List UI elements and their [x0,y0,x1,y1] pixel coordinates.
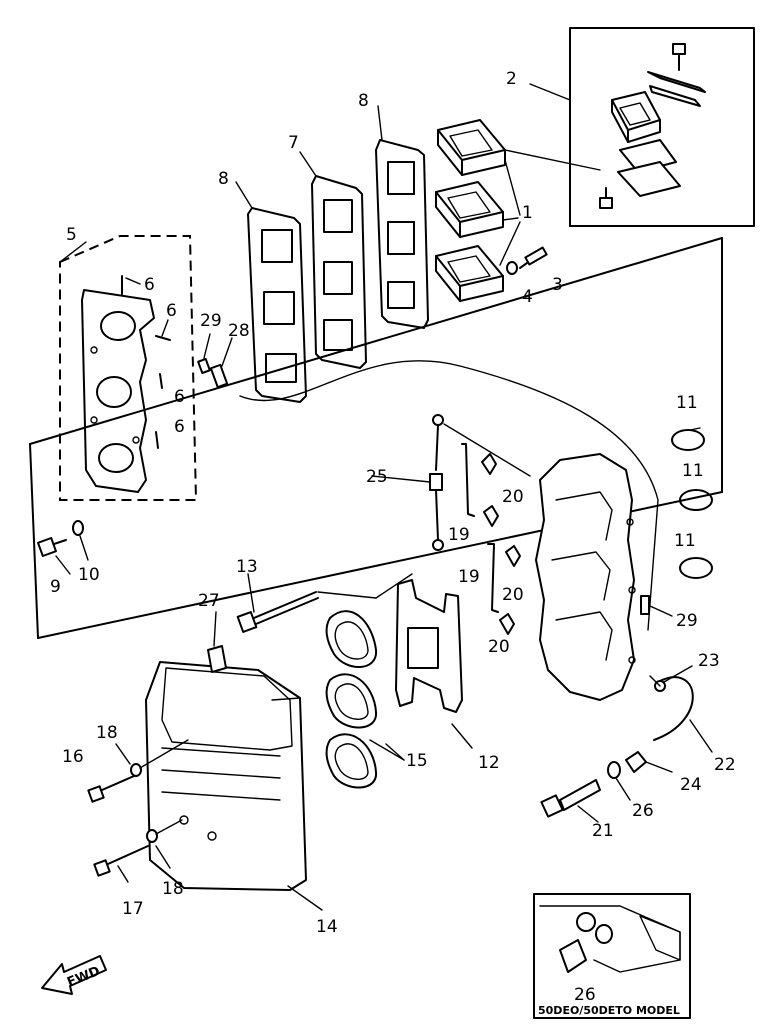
callout-6d: 6 [174,417,185,437]
callout-18a: 18 [96,723,118,743]
callout-15: 15 [406,751,428,771]
callout-25: 25 [366,467,388,487]
callout-numbers: 1 2 3 4 5 6 6 6 6 7 8 8 9 10 11 11 11 12… [50,69,736,1017]
callout-13: 13 [236,557,258,577]
callout-9: 9 [50,577,61,597]
callout-26a: 26 [632,801,654,821]
long-bolt-13 [236,573,413,633]
callout-11a: 11 [676,393,698,413]
callout-leaders [55,83,713,911]
callout-14: 14 [316,917,338,937]
callout-20a: 20 [502,487,524,507]
callout-26b: 26 [574,985,596,1005]
link-rod-assembly [429,414,531,635]
callout-3: 3 [552,275,563,295]
callout-29a: 29 [200,311,222,331]
dowel-pins-28-29 [197,357,229,389]
drain-plug-assembly [540,675,694,818]
callout-27: 27 [198,591,220,611]
callout-22: 22 [714,755,736,775]
model-note-label: 50DEO/50DETO MODEL [538,1004,680,1017]
callout-10: 10 [78,565,100,585]
gasket-7 [311,175,367,369]
callout-29b: 29 [676,611,698,631]
model-note-inset [533,893,691,1019]
callout-20c: 20 [488,637,510,657]
gasket-8-right [375,139,429,329]
cover-gasket-12 [395,579,463,713]
callout-6c: 6 [174,387,185,407]
hose-clips-11 [671,429,713,579]
callout-7: 7 [288,133,299,153]
callout-24: 24 [680,775,702,795]
callout-16: 16 [62,747,84,767]
callout-11b: 11 [682,461,704,481]
callout-8a: 8 [358,91,369,111]
callout-6a: 6 [144,275,155,295]
callout-6b: 6 [166,301,177,321]
gasket-8-left [247,207,307,403]
callout-4: 4 [522,287,533,307]
reed-valve-detail-inset [569,27,755,227]
callout-11c: 11 [674,531,696,551]
bolt-16-and-washer-18 [87,739,189,803]
crankcase-section [535,453,636,701]
bolt-9-and-washer-10 [37,520,84,557]
exhaust-cover-14 [145,645,307,891]
port-gaskets-15 [325,610,378,789]
callout-19b: 19 [458,567,480,587]
callout-21: 21 [592,821,614,841]
callout-18b: 18 [162,879,184,899]
callout-19a: 19 [448,525,470,545]
callout-17: 17 [122,899,144,919]
callout-12: 12 [478,753,500,773]
callout-5: 5 [66,225,77,245]
callout-2: 2 [506,69,517,89]
reed-valve-assemblies [435,119,601,302]
callout-8b: 8 [218,169,229,189]
intake-manifold-group [59,235,198,501]
dowel-pin-29-right [640,595,650,615]
bolt-17-and-washer-18 [93,819,183,877]
callout-23: 23 [698,651,720,671]
callout-1: 1 [522,203,533,223]
callout-28: 28 [228,321,250,341]
callout-20b: 20 [502,585,524,605]
washer-and-bolt-3-4 [506,246,548,275]
forward-direction-arrow: FWD [41,955,107,995]
